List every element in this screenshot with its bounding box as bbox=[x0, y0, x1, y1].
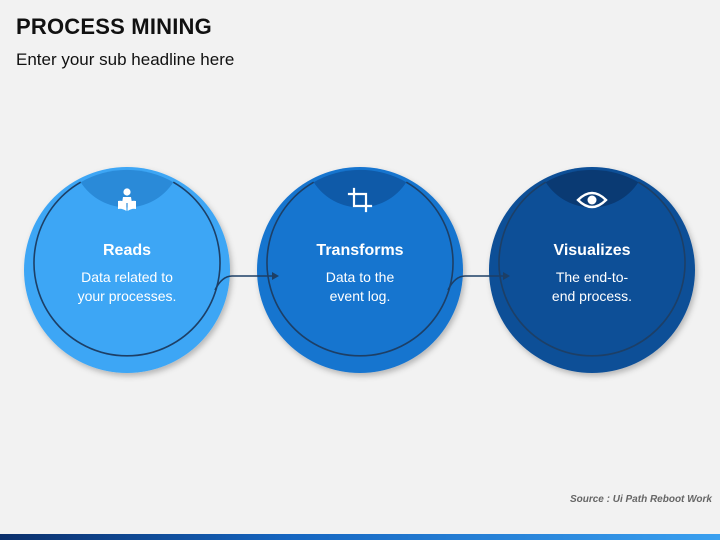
bottom-accent-bar bbox=[0, 534, 720, 540]
reader-icon bbox=[118, 188, 136, 211]
step-disc-reads bbox=[24, 167, 230, 373]
step-cap-visualizes bbox=[545, 169, 639, 208]
step-circle-visualizes bbox=[489, 167, 695, 373]
step-ring-reads bbox=[33, 181, 221, 357]
page-title: PROCESS MINING bbox=[16, 14, 212, 39]
step-disc-transforms bbox=[257, 167, 463, 373]
step-disc-visualizes bbox=[489, 167, 695, 373]
step-description-line: Data related to bbox=[81, 269, 173, 285]
step-title: Visualizes bbox=[553, 242, 631, 259]
step-description-line: event log. bbox=[329, 288, 391, 304]
step-description-line: The end-to- bbox=[555, 269, 629, 285]
step-description-line: end process. bbox=[551, 288, 633, 304]
crop-icon bbox=[347, 187, 373, 213]
connector-2 bbox=[447, 272, 510, 291]
step-description-line: your processes. bbox=[77, 288, 177, 304]
step-circle-transforms bbox=[257, 167, 463, 373]
step-text-reads: Reads Data related to your processes. bbox=[52, 242, 202, 306]
step-ring-transforms bbox=[266, 181, 454, 357]
step-ring-visualizes bbox=[498, 181, 686, 357]
step-text-visualizes: Visualizes The end-to- end process. bbox=[517, 242, 667, 306]
connector-1 bbox=[214, 272, 279, 291]
step-cap-transforms bbox=[313, 169, 407, 208]
source-credit: Source : Ui Path Reboot Work bbox=[569, 494, 712, 505]
step-title: Reads bbox=[102, 242, 152, 259]
step-description-line: Data to the bbox=[325, 269, 395, 285]
page-subtitle: Enter your sub headline here bbox=[16, 50, 235, 69]
step-circle-reads bbox=[24, 167, 230, 373]
eye-icon bbox=[576, 191, 608, 209]
step-title: Transforms bbox=[316, 242, 404, 259]
step-text-transforms: Transforms Data to the event log. bbox=[285, 242, 435, 306]
